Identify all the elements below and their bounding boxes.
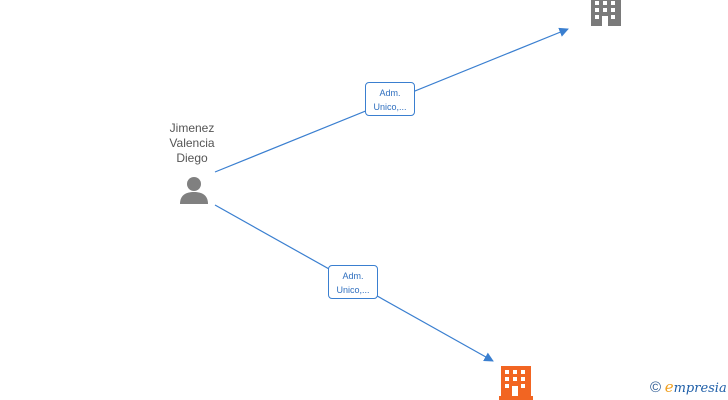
copyright-symbol: ©	[650, 379, 662, 396]
edge-label-2[interactable]: Adm. Unico,...	[328, 265, 378, 299]
edge-label-role-detail: Unico,...	[373, 102, 407, 112]
person-name-line: Jimenez	[169, 121, 215, 135]
building-icon[interactable]	[591, 0, 621, 26]
brand-logo-letter: e	[664, 378, 674, 396]
edge-label-role-detail: Unico,...	[336, 285, 370, 295]
building-icon-highlighted[interactable]	[499, 366, 533, 400]
edge-label-1[interactable]: Adm. Unico,...	[365, 82, 415, 116]
person-icon[interactable]	[180, 177, 208, 204]
edge-label-role: Adm.	[379, 88, 401, 98]
brand-logo[interactable]: © empresia	[650, 378, 727, 398]
person-name-line: Diego	[176, 151, 208, 165]
brand-logo-text: mpresia	[673, 381, 727, 396]
person-name-line: Valencia	[169, 136, 215, 150]
edge-label-role: Adm.	[342, 271, 364, 281]
person-name[interactable]: Jimenez Valencia Diego	[152, 121, 232, 166]
